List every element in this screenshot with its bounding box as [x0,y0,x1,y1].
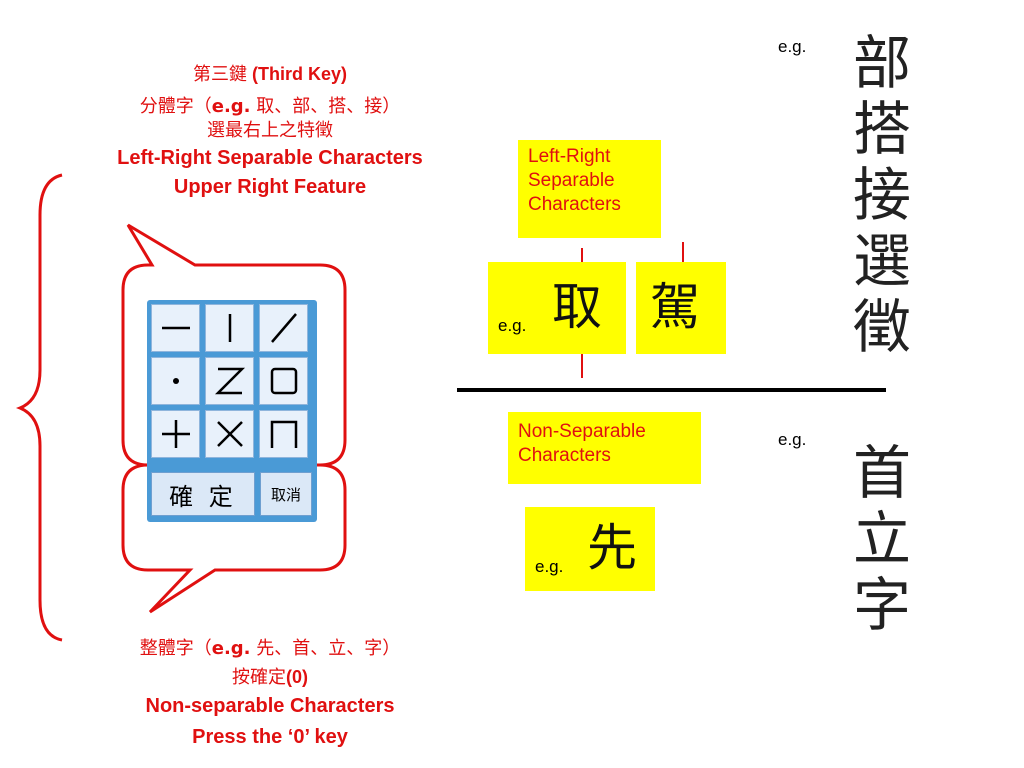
confirm-button[interactable]: 確 定 [151,472,255,516]
third-key-rule-cn: 選最右上之特徵 [207,120,333,141]
non-separable-label-box: Non-Separable Characters [508,412,701,484]
example-2-char: 駕 [650,278,700,336]
key-dot-stroke[interactable] [151,357,200,405]
lr-label-line-3: Characters [528,194,621,215]
example-1-char: 取 [552,278,602,336]
vertical-char-5: 徵 [852,293,911,361]
example-3-char: 先 [587,519,637,577]
vertical-stroke-icon [228,314,231,342]
ns-label-line-2: Characters [518,445,611,466]
third-key-example-line: 分體字（e.g. 取、部、搭、接） [139,96,401,117]
example-box-2: 駕 [636,262,726,354]
vertical-char-6: 首 [852,439,911,507]
z-stroke-icon [214,367,245,395]
lr-label-line-1: Left-Right [528,146,611,167]
ns-label-line-1: Non-Separable [518,421,646,442]
vertical-chars-bottom: 首 立 字 [846,440,918,638]
key-square[interactable] [259,357,308,405]
key-z-stroke[interactable] [205,357,254,405]
dot-stroke-icon [172,378,179,384]
third-key-title: 第三鍵 (Third Key) [192,64,348,85]
lr-separable-label-box: Left-Right Separable Characters [518,140,661,238]
top-eg-label: e.g. [778,37,807,56]
example-1-label: e.g. [498,316,527,335]
vertical-char-4: 選 [852,227,911,295]
vertical-char-3: 接 [852,161,911,229]
vertical-char-7: 立 [852,505,911,573]
stroke-keypad: 確 定 取消 [147,300,317,522]
non-separable-example-line: 整體字（e.g. 先、首、立、字） [139,638,401,659]
lr-label-line-2: Separable [528,170,615,191]
square-icon [270,367,297,395]
non-separable-rule-cn: 按確定(0) [232,667,308,688]
cancel-button[interactable]: 取消 [260,472,312,516]
third-key-rule-en-1: Left-Right Separable Characters [117,147,423,169]
third-key-block: 第三鍵 (Third Key) 分體字（e.g. 取、部、搭、接） 選最右上之特… [60,62,480,201]
example-box-1: e.g. 取 [488,262,626,354]
plus-icon [161,420,190,448]
key-slash-stroke[interactable] [259,304,308,352]
bottom-callout-bubble [121,463,347,614]
key-horizontal-stroke[interactable] [151,304,200,352]
example-3-label: e.g. [535,557,564,576]
arch-icon [270,420,297,448]
key-vertical-stroke[interactable] [205,304,254,352]
key-plus[interactable] [151,410,200,458]
key-arch[interactable] [259,410,308,458]
curly-brace [15,173,63,642]
vertical-char-1: 部 [852,29,911,97]
vertical-char-8: 字 [852,571,911,639]
non-separable-rule-en-2: Press the ‘0’ key [192,726,348,748]
slash-stroke-icon [270,313,297,343]
vertical-chars-top: 部 搭 接 選 徵 [846,30,918,360]
key-cross[interactable] [205,410,254,458]
third-key-rule-en-2: Upper Right Feature [173,176,367,198]
example-box-3: e.g. 先 [525,507,655,591]
vertical-char-2: 搭 [852,95,911,163]
non-separable-rule-en-1: Non-separable Characters [145,695,395,717]
cross-icon [216,421,243,447]
bottom-eg-label: e.g. [778,430,807,449]
horizontal-stroke-icon [161,326,190,330]
non-separable-block: 整體字（e.g. 先、首、立、字） 按確定(0) Non-separable C… [55,637,485,752]
